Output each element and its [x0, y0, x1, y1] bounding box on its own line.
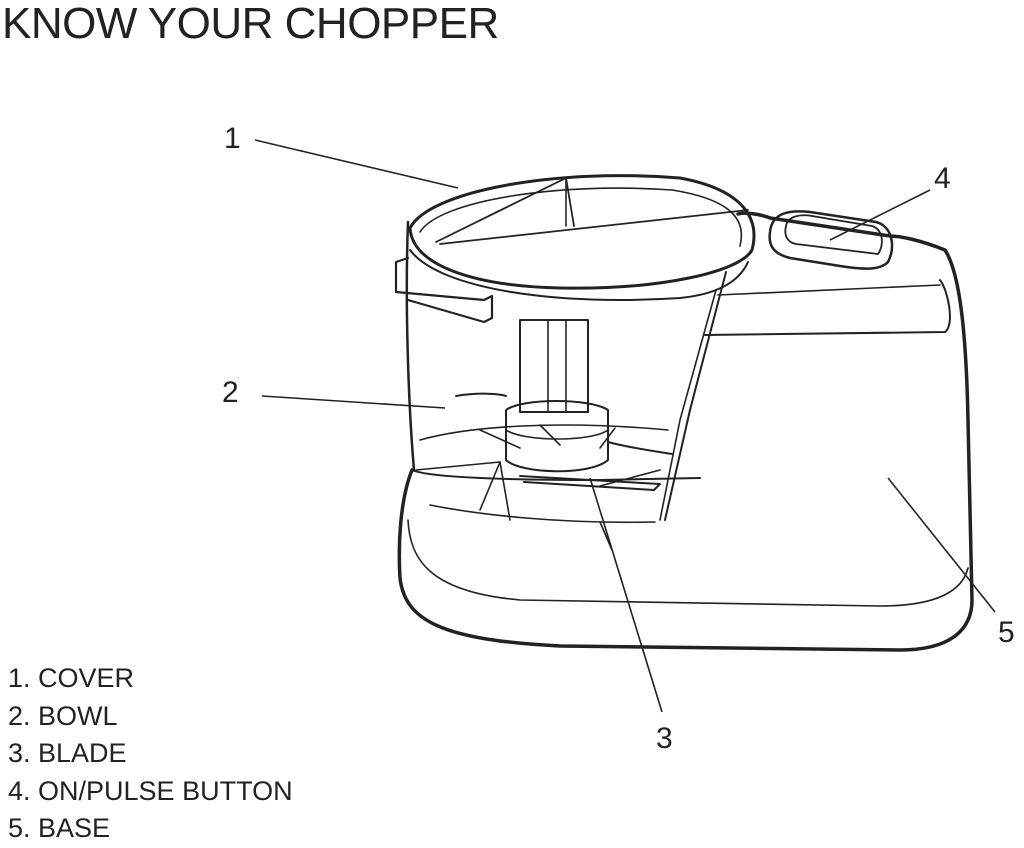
legend-item-bowl: 2. BOWL [8, 700, 118, 731]
chopper-bowl [394, 220, 727, 551]
legend-item-cover: 1. COVER [8, 663, 135, 693]
callout-1: 1 [224, 122, 241, 155]
callout-4: 4 [934, 162, 951, 195]
on-pulse-button-illustration [768, 210, 894, 270]
page-title: KNOW YOUR CHOPPER [2, 0, 499, 48]
callout-leaders [254, 139, 996, 713]
leader-button [829, 189, 931, 241]
leader-cover [254, 139, 459, 189]
callout-2: 2 [222, 376, 239, 409]
legend-item-base: 5. BASE [8, 813, 111, 843]
callout-numbers: 1 2 3 4 5 [222, 122, 1015, 755]
legend-item-blade: 3. BLADE [8, 738, 127, 768]
leader-blade [589, 477, 663, 713]
callout-5: 5 [998, 616, 1015, 649]
chopper-blade [455, 319, 673, 491]
callout-3: 3 [656, 722, 673, 755]
leader-base [887, 477, 996, 613]
chopper-base [397, 211, 974, 652]
chopper-cover [408, 174, 756, 301]
parts-legend: 1. COVER 2. BOWL 3. BLADE 4. ON/PULSE BU… [8, 660, 293, 848]
legend-item-on-pulse-button: 4. ON/PULSE BUTTON [8, 775, 293, 806]
leader-bowl [261, 395, 446, 409]
